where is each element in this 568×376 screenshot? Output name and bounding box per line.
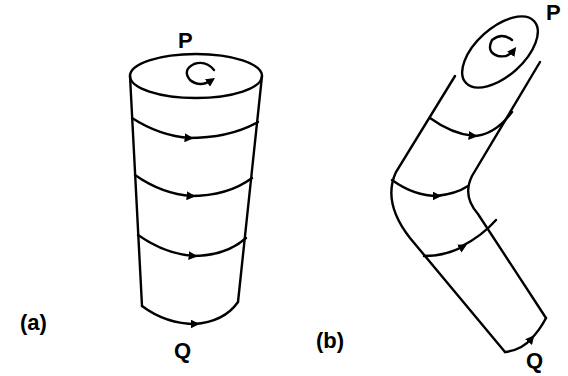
point-label: P <box>546 2 561 24</box>
point-label: Q <box>174 340 191 362</box>
point-label: Q <box>526 350 543 372</box>
figure-label: (b) <box>316 330 344 352</box>
point-label: P <box>178 30 193 52</box>
figure-label: (a) <box>20 312 47 334</box>
